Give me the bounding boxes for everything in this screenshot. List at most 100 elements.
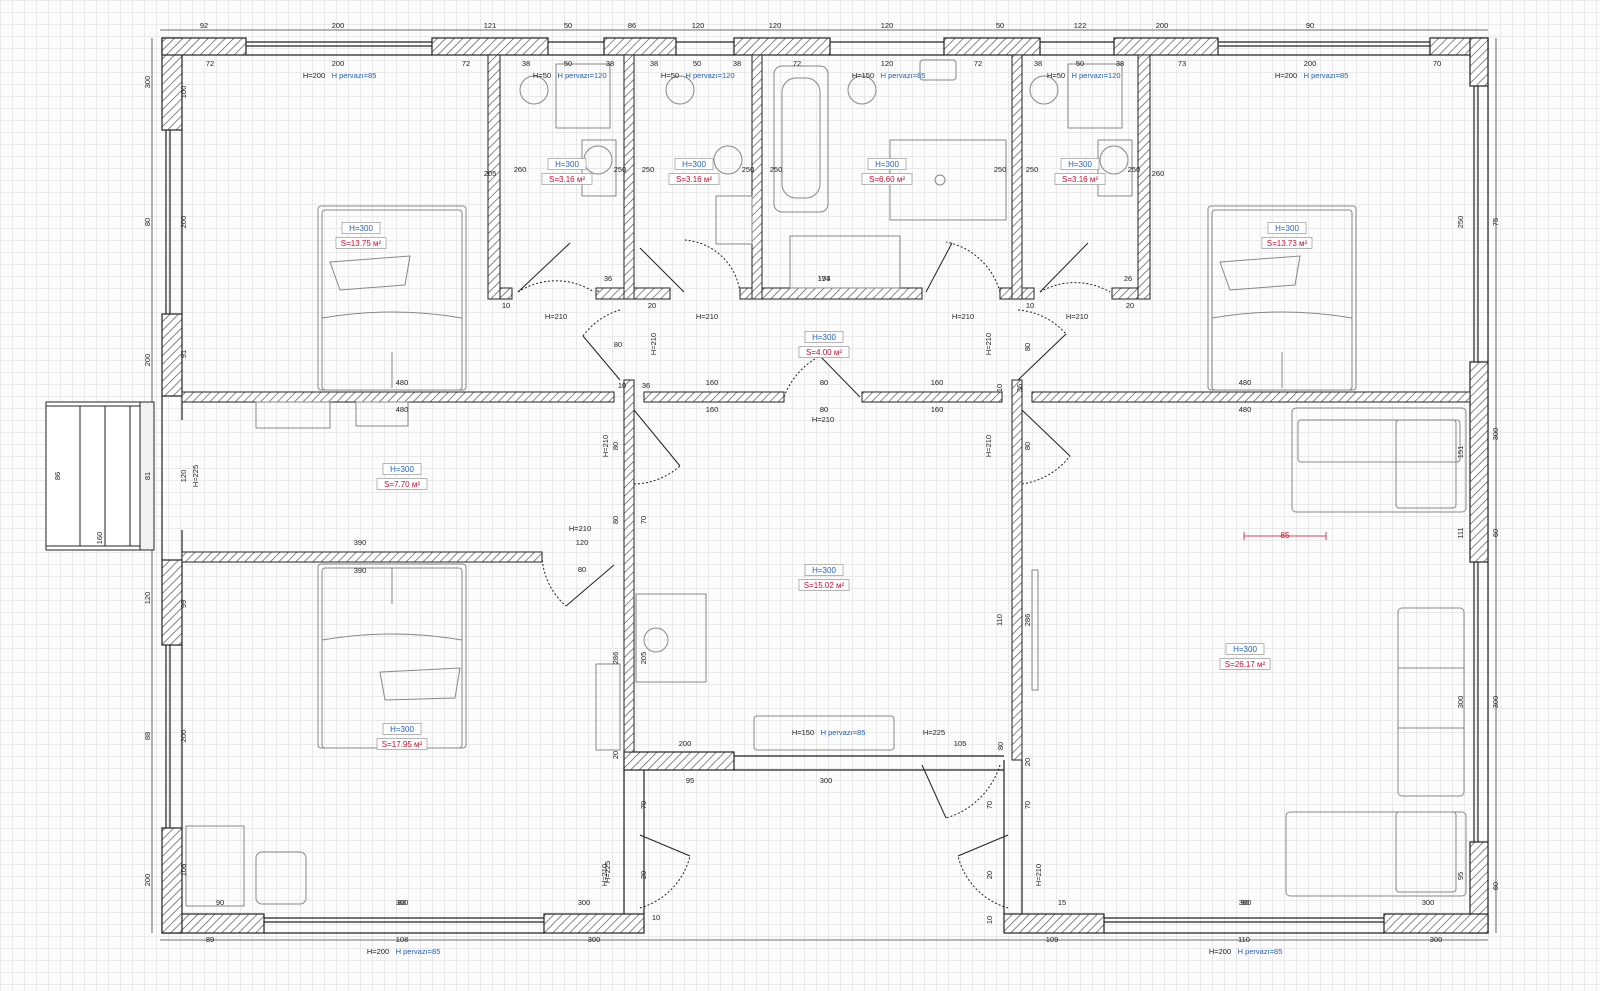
window-height-label: H=225 — [923, 728, 945, 737]
interior-dimension: 250 — [614, 165, 627, 174]
sill-height-label: H pervazı=120 — [1072, 71, 1121, 80]
interior-dimension: 10 — [618, 381, 626, 390]
sill-height-label: H pervazı=120 — [558, 71, 607, 80]
room-height-label: H=300 — [1233, 645, 1257, 654]
room-area-box — [1219, 658, 1271, 670]
interior-dimension: 80 — [820, 405, 828, 414]
door-height-label: H=210 — [1034, 864, 1043, 886]
door-height-label: H=210 — [545, 312, 567, 321]
interior-dimension: 120 — [576, 538, 589, 547]
top-dimension: 121 — [484, 21, 497, 30]
inner-dimension: 200 — [332, 59, 345, 68]
door-height-label: H=225 — [603, 861, 612, 883]
interior-dimension: 70 — [985, 801, 994, 809]
interior-dimension: 80 — [1023, 343, 1032, 351]
interior-dimension: 10 — [502, 301, 510, 310]
entry-porch — [45, 401, 155, 551]
interior-dimension: 80 — [611, 516, 620, 524]
room-height-label: H=300 — [812, 333, 836, 342]
room-area-box — [376, 738, 428, 750]
interior-dimension: 80 — [611, 442, 620, 450]
room-area-label: S=7.70 м² — [384, 480, 420, 489]
inner-dimension: 38 — [522, 59, 530, 68]
interior-dimension: 286 — [611, 652, 620, 665]
room-area-box — [1054, 173, 1106, 185]
interior-dimension: 10 — [995, 384, 1004, 392]
interior-dimension: 250 — [642, 165, 655, 174]
interior-dimension: 36 — [642, 381, 650, 390]
interior-dimension: 300 — [1491, 428, 1500, 441]
door-height-label: H=210 — [812, 415, 834, 424]
top-dimension: 120 — [692, 21, 705, 30]
window-height-label: H=200 — [1209, 947, 1231, 956]
room-height-label: H=300 — [390, 465, 414, 474]
top-dimension: 120 — [769, 21, 782, 30]
dimension-lines — [151, 29, 1497, 941]
interior-dimension: 20 — [611, 751, 620, 759]
interior-dimension: 20 — [1126, 301, 1134, 310]
room-area-label: S=3.16 м² — [549, 175, 585, 184]
interior-dimension: 20 — [648, 301, 656, 310]
room-height-box — [804, 564, 844, 576]
interior-dimension: 300 — [143, 76, 152, 89]
doors — [517, 239, 1111, 909]
room-height-label: H=300 — [390, 725, 414, 734]
interior-dimension: 300 — [1491, 696, 1500, 709]
interior-dimension: 200 — [679, 739, 692, 748]
door-height-label: H=225 — [191, 465, 200, 487]
accent-label: 85 — [1281, 531, 1290, 540]
room-area-label: S=3.16 м² — [676, 175, 712, 184]
interior-dimension: 250 — [742, 165, 755, 174]
sill-height-label: H pervazı=85 — [1238, 947, 1283, 956]
sill-height-label: H pervazı=85 — [332, 71, 377, 80]
interior-dimension: 75 — [1491, 218, 1500, 226]
interior-dimension: 300 — [1422, 898, 1435, 907]
window-height-label: H=150 — [852, 71, 874, 80]
interior-dimension: 99 — [179, 600, 188, 608]
door-height-label: H=210 — [569, 524, 591, 533]
interior-walls — [181, 54, 1471, 761]
top-dimension: 120 — [881, 21, 894, 30]
interior-dimension: 80 — [996, 742, 1005, 750]
interior-dimension: 70 — [639, 801, 648, 809]
interior-dimension: 108 — [396, 935, 409, 944]
room-height-label: H=300 — [682, 160, 706, 169]
interior-dimension: 160 — [95, 532, 104, 545]
inner-dimension: 72 — [974, 59, 982, 68]
interior-dimension: 88 — [143, 732, 152, 740]
interior-dimension: 160 — [706, 405, 719, 414]
interior-dimension: 250 — [1026, 165, 1039, 174]
interior-dimension: 260 — [1152, 169, 1165, 178]
room-area-box — [798, 579, 850, 591]
inner-dimension: 72 — [462, 59, 470, 68]
interior-dimension: 89 — [206, 935, 214, 944]
interior-dimension: 60 — [1491, 529, 1500, 537]
interior-dimension: 110 — [995, 614, 1004, 626]
room-height-box — [382, 463, 422, 475]
inner-dimension: 38 — [606, 59, 614, 68]
room-area-label: S=4.00 м² — [806, 348, 842, 357]
top-dimension: 200 — [332, 21, 345, 30]
room-area-label: S=15.02 м² — [804, 581, 845, 590]
top-dimension: 200 — [1156, 21, 1169, 30]
top-dimension: 50 — [996, 21, 1004, 30]
interior-dimension: 173 — [818, 274, 831, 283]
door-height-label: H=210 — [1066, 312, 1088, 321]
interior-dimension: 10 — [985, 916, 994, 924]
inner-dimension: 50 — [564, 59, 572, 68]
top-dimension: 50 — [564, 21, 572, 30]
exterior-walls — [161, 37, 1489, 934]
inner-dimension: 38 — [733, 59, 741, 68]
room-height-box — [547, 158, 587, 170]
interior-dimension: 60 — [1491, 882, 1500, 890]
interior-dimension: 480 — [1239, 405, 1252, 414]
interior-dimension: 70 — [1023, 801, 1032, 809]
interior-dimension: 200 — [179, 730, 188, 743]
interior-dimension: 95 — [686, 776, 694, 785]
inner-dimension: 70 — [1433, 59, 1441, 68]
interior-dimension: 10 — [652, 913, 660, 922]
window-height-label: H=50 — [1047, 71, 1065, 80]
interior-dimension: 120 — [143, 592, 152, 605]
interior-dimension: 106 — [179, 864, 188, 877]
sill-height-label: H pervazı=85 — [1304, 71, 1349, 80]
